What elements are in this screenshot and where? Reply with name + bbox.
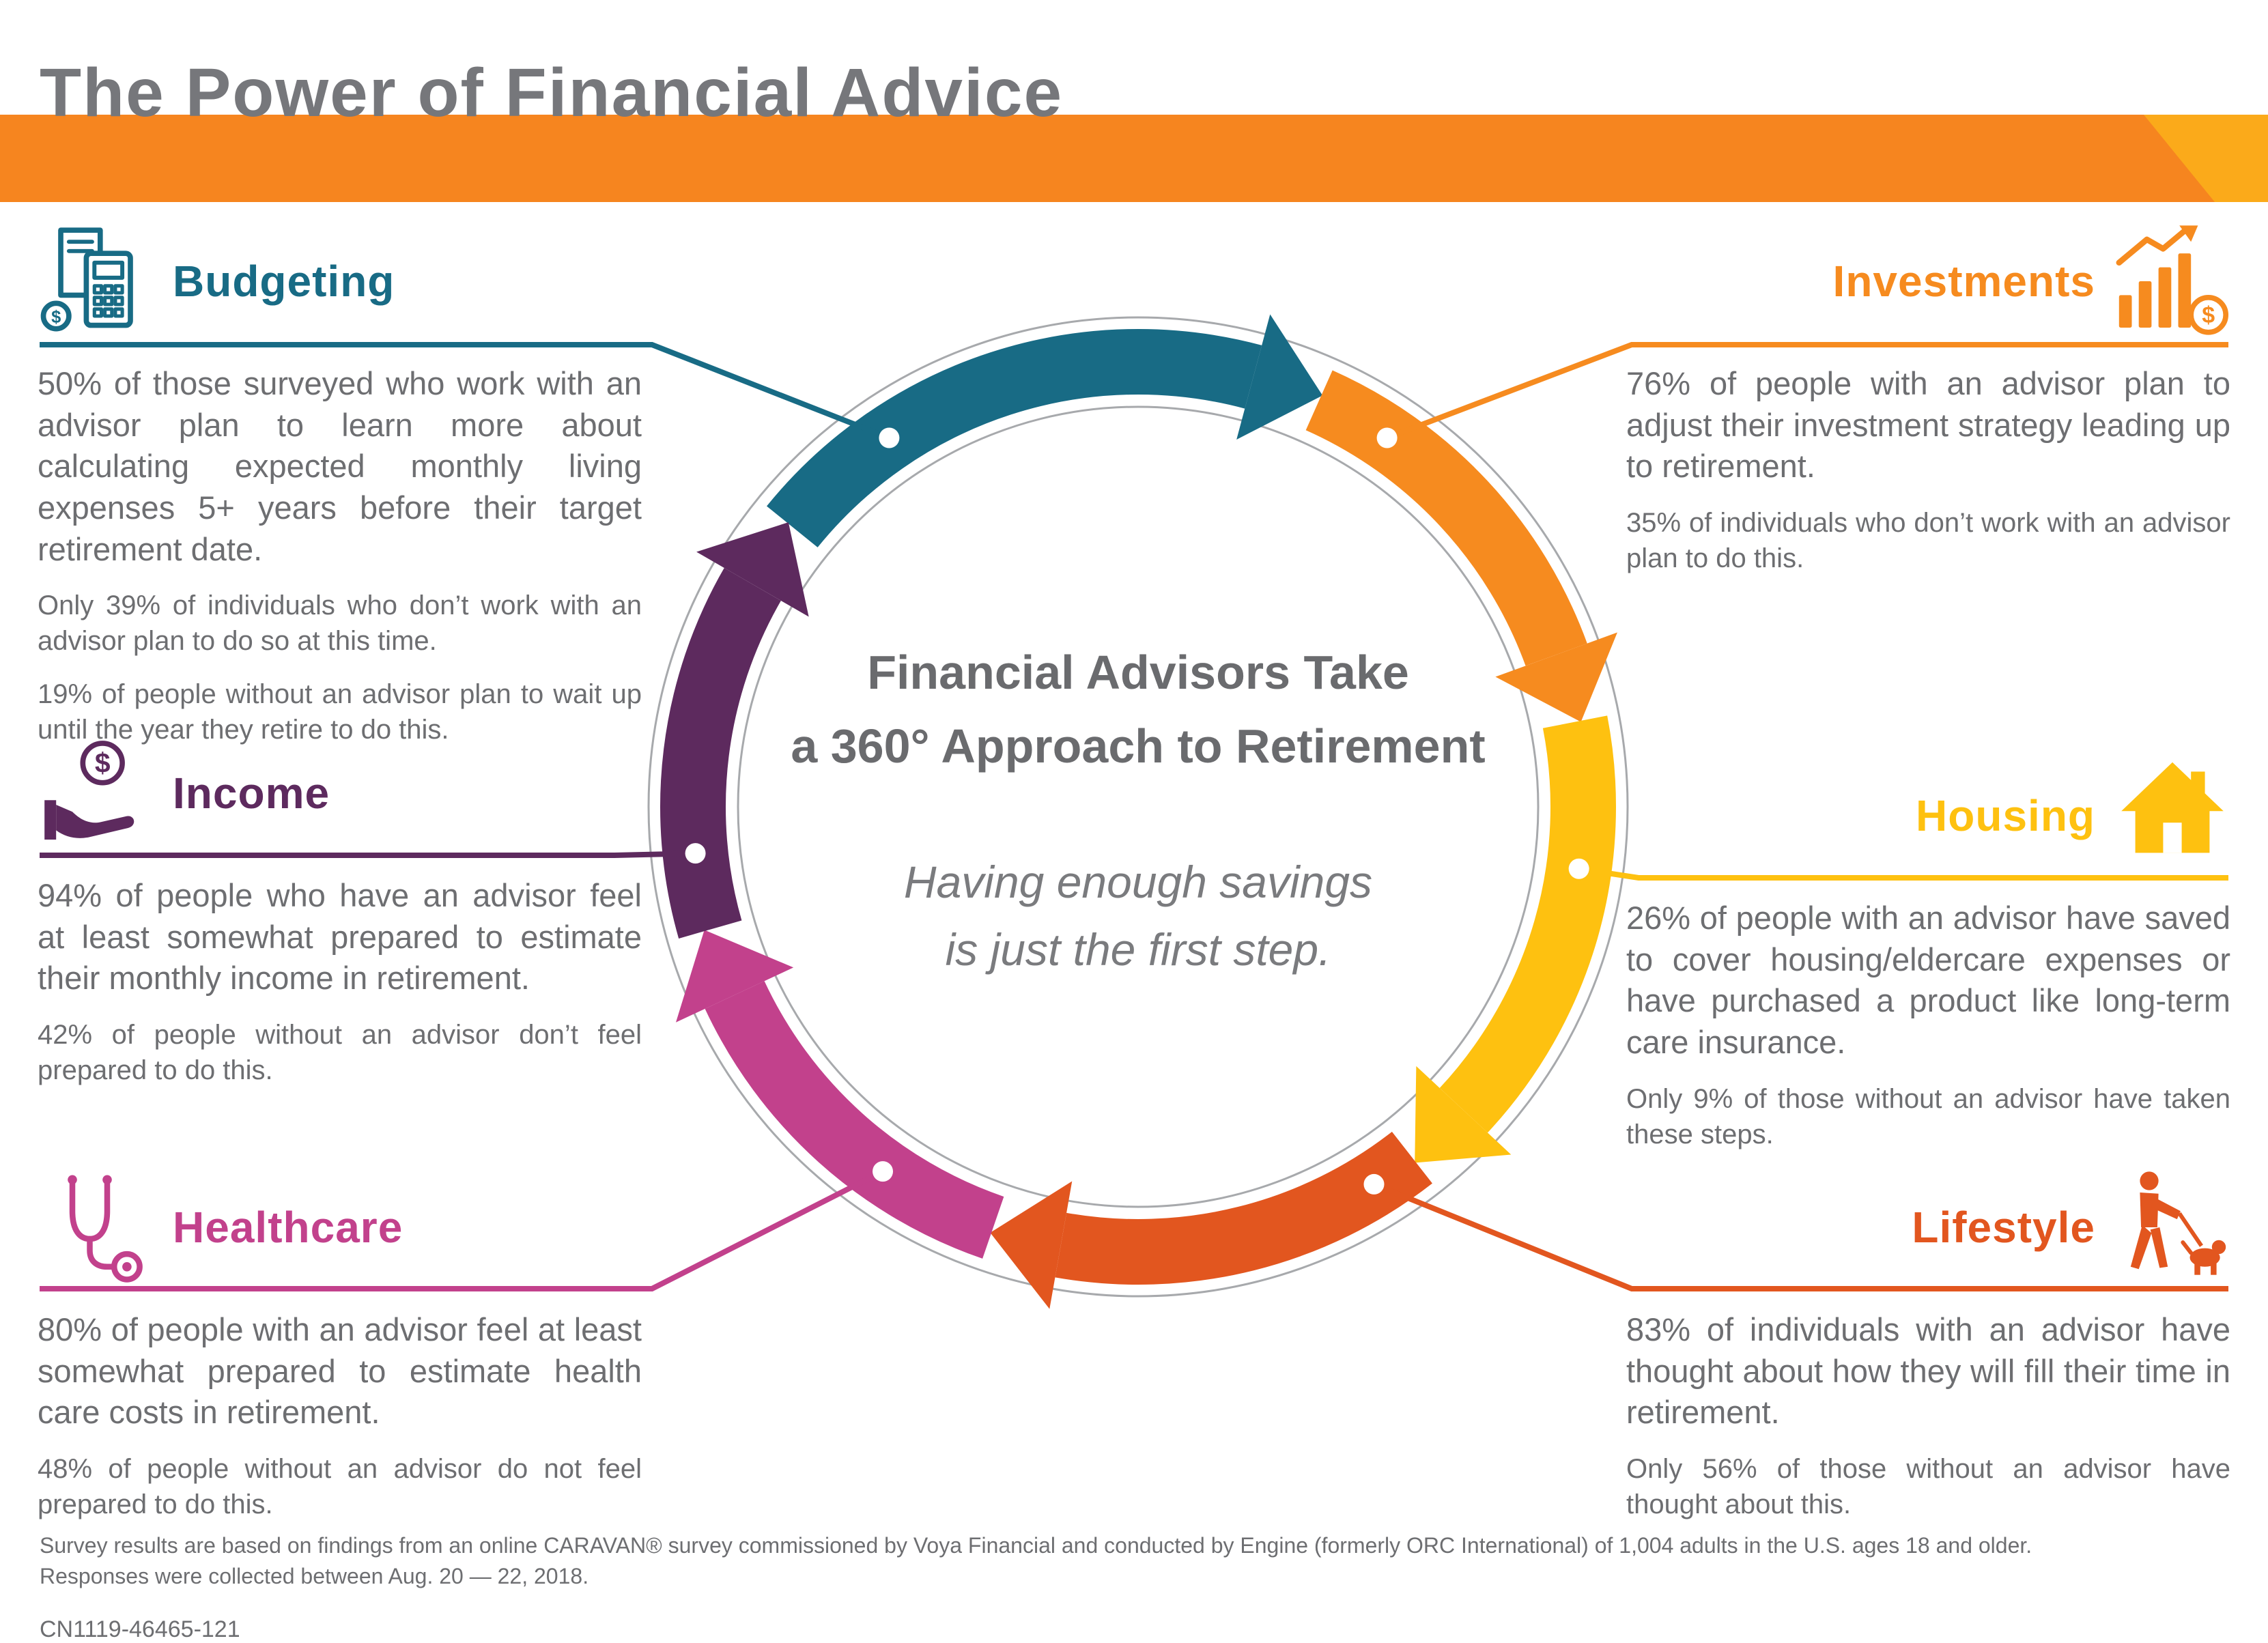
budgeting-stat-tertiary: 19% of people without an advisor plan to… xyxy=(38,679,642,745)
top-banner xyxy=(0,115,2268,202)
budgeting-header: $ Budgeting xyxy=(38,220,642,343)
center-heading: Financial Advisors Take a 360° Approach … xyxy=(728,636,1548,784)
document-code: CN1119-46465-121 xyxy=(40,1616,240,1642)
budgeting-calculator-icon: $ xyxy=(38,223,154,339)
housing-stat-primary: 26% of people with an advisor have saved… xyxy=(1626,900,2230,1060)
budgeting-stat-primary: 50% of those surveyed who work with an a… xyxy=(38,365,642,567)
investments-stat-secondary: 35% of individuals who don’t work with a… xyxy=(1626,507,2230,573)
budgeting-heading: Budgeting xyxy=(173,257,395,306)
healthcare-header: Healthcare xyxy=(38,1166,642,1289)
svg-text:$: $ xyxy=(51,308,61,327)
section-budgeting: $ Budgeting 50% of those surveyed who wo… xyxy=(38,220,642,747)
lifestyle-heading: Lifestyle xyxy=(1912,1203,2095,1252)
income-hand-coin-icon: $ xyxy=(38,735,154,851)
survey-footnote: Survey results are based on findings fro… xyxy=(40,1530,2231,1592)
healthcare-stat-primary: 80% of people with an advisor feel at le… xyxy=(38,1311,642,1431)
healthcare-stat-secondary: 48% of people without an advisor do not … xyxy=(38,1453,642,1519)
section-healthcare: Healthcare 80% of people with an advisor… xyxy=(38,1166,642,1522)
banner-accent xyxy=(2144,115,2268,202)
investments-growth-chart-icon: $ xyxy=(2114,223,2230,339)
center-subheading-line1: Having enough savings xyxy=(903,857,1373,907)
section-investments: Investments $ 76% of people with an advi… xyxy=(1626,220,2230,576)
section-income: $ Income 94% of people who have an advis… xyxy=(38,732,642,1088)
svg-text:$: $ xyxy=(95,747,111,778)
healthcare-stethoscope-icon xyxy=(38,1169,154,1285)
section-housing: Housing 26% of people with an advisor ha… xyxy=(1626,754,2230,1152)
healthcare-heading: Healthcare xyxy=(173,1203,403,1252)
section-lifestyle: Lifestyle 83% of individuals with an xyxy=(1626,1166,2230,1522)
investments-header: Investments $ xyxy=(1626,220,2230,343)
housing-house-icon xyxy=(2114,758,2230,874)
svg-text:$: $ xyxy=(2202,302,2215,328)
income-header: $ Income xyxy=(38,732,642,855)
income-heading: Income xyxy=(173,769,330,818)
lifestyle-dog-walker-icon xyxy=(2114,1169,2230,1285)
lifestyle-stat-secondary: Only 56% of those without an advisor hav… xyxy=(1626,1453,2230,1519)
housing-heading: Housing xyxy=(1916,791,2095,840)
center-heading-line2: a 360° Approach to Retirement xyxy=(791,719,1486,773)
housing-stat-secondary: Only 9% of those without an advisor have… xyxy=(1626,1083,2230,1149)
center-heading-line1: Financial Advisors Take xyxy=(867,646,1409,699)
center-subheading: Having enough savings is just the first … xyxy=(728,848,1548,984)
investments-heading: Investments xyxy=(1832,257,2095,306)
income-stat-secondary: 42% of people without an advisor don’t f… xyxy=(38,1019,642,1085)
page-title: The Power of Financial Advice xyxy=(40,55,1064,131)
lifestyle-header: Lifestyle xyxy=(1626,1166,2230,1289)
center-subheading-line2: is just the first step. xyxy=(945,924,1331,975)
lifestyle-stat-primary: 83% of individuals with an advisor have … xyxy=(1626,1311,2230,1431)
income-stat-primary: 94% of people who have an advisor feel a… xyxy=(38,877,642,997)
survey-footnote-line2: Responses were collected between Aug. 20… xyxy=(40,1563,589,1588)
budgeting-stat-secondary: Only 39% of individuals who don’t work w… xyxy=(38,590,642,657)
housing-header: Housing xyxy=(1626,754,2230,877)
investments-stat-primary: 76% of people with an advisor plan to ad… xyxy=(1626,365,2230,485)
survey-footnote-line1: Survey results are based on findings fro… xyxy=(40,1533,2032,1558)
